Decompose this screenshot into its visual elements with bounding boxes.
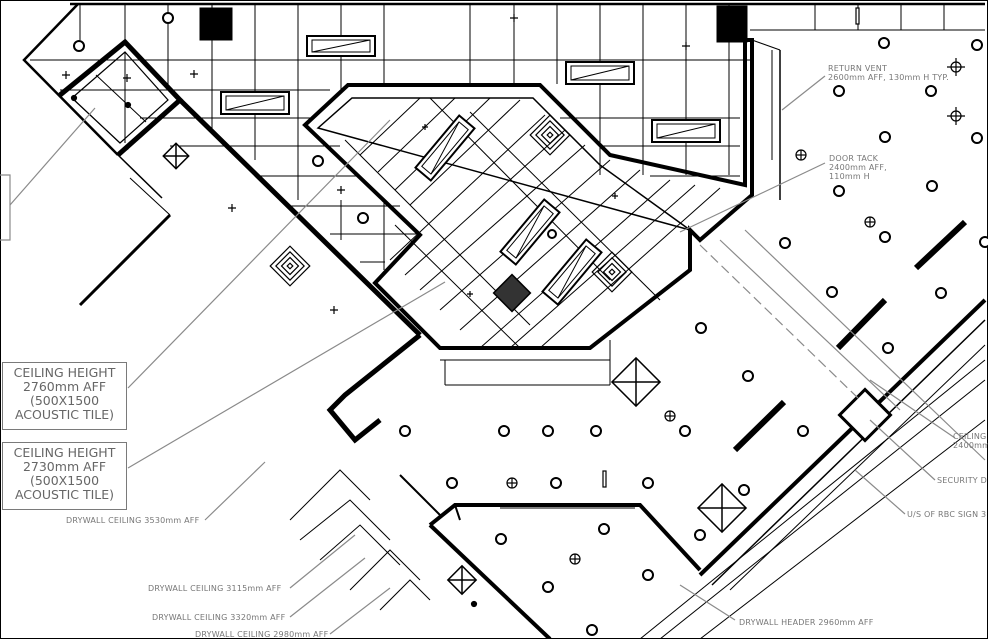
note-line: 2400mm AFF, bbox=[829, 163, 887, 172]
sprinklers bbox=[506, 58, 965, 565]
light-fixtures bbox=[220, 35, 968, 453]
speaker-marks bbox=[62, 7, 860, 608]
drywall-header-note: DRYWALL HEADER 2960mm AFF bbox=[739, 618, 874, 627]
label-line: ACOUSTIC TILE) bbox=[14, 487, 115, 502]
note-line: CEILING bbox=[953, 432, 987, 441]
label-line: 2760mm AFF bbox=[22, 379, 107, 394]
note-line: 2600mm AFF, 130mm H TYP. bbox=[828, 73, 949, 82]
ceiling-height-label-2730: CEILING HEIGHT 2730mm AFF (500X1500 ACOU… bbox=[2, 442, 127, 510]
label-line: ACOUSTIC TILE) bbox=[14, 407, 115, 422]
supply-diffusers bbox=[269, 114, 633, 293]
drywall-ceiling-3320-note: DRYWALL CEILING 3320mm AFF bbox=[152, 613, 286, 622]
note-line: DOOR TACK bbox=[829, 154, 879, 163]
return-vent-note: RETURN VENT 2600mm AFF, 130mm H TYP. bbox=[828, 64, 949, 82]
ceiling-height-label-2760: CEILING HEIGHT 2760mm AFF (500X1500 ACOU… bbox=[2, 362, 127, 430]
label-line: CEILING HEIGHT bbox=[13, 365, 116, 380]
note-line: 2400mm bbox=[953, 441, 988, 450]
label-line: (500X1500 bbox=[29, 393, 100, 408]
return-grilles bbox=[162, 142, 748, 596]
door-tack-note: DOOR TACK 2400mm AFF, 110mm H bbox=[829, 154, 887, 181]
drywall-ceiling-3530-note: DRYWALL CEILING 3530mm AFF bbox=[66, 516, 200, 525]
drywall-ceiling-2980-note: DRYWALL CEILING 2980mm AFF bbox=[195, 630, 329, 639]
drywall-ceiling-3115-note: DRYWALL CEILING 3115mm AFF bbox=[148, 584, 282, 593]
note-line: 110mm H bbox=[829, 172, 870, 181]
security-note: SECURITY D bbox=[937, 476, 987, 485]
leader-lines bbox=[0, 75, 986, 635]
downlights bbox=[73, 12, 988, 636]
label-line: CEILING HEIGHT bbox=[13, 445, 116, 460]
ceiling-right-note: CEILING 2400mm bbox=[953, 432, 988, 450]
top-ceiling-grid bbox=[30, 2, 985, 270]
rbc-sign-note: U/S OF RBC SIGN 3 bbox=[907, 510, 987, 519]
label-line: (500X1500 bbox=[29, 473, 100, 488]
note-line: RETURN VENT bbox=[828, 64, 888, 73]
label-line: 2730mm AFF bbox=[22, 459, 107, 474]
